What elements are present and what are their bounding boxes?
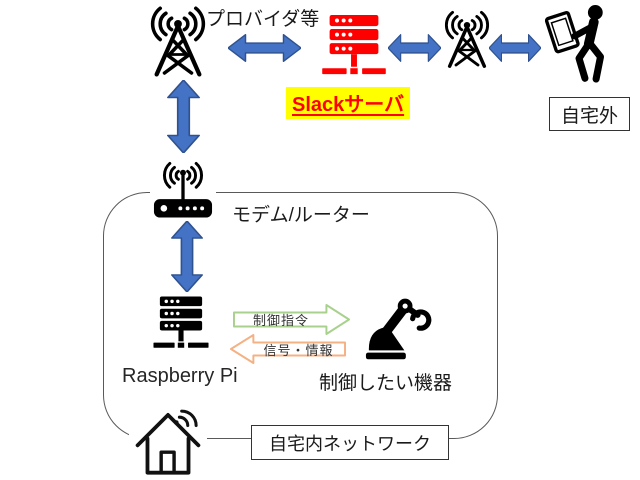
- walking-person-with-phone-icon: [545, 4, 619, 86]
- control-command-arrow: 制御指令: [233, 303, 351, 336]
- control-command-label: 制御指令: [252, 313, 309, 328]
- provider-label: プロバイダ等: [206, 9, 320, 30]
- house-wifi-icon: [129, 402, 207, 478]
- double-arrow-slack-tower: [388, 34, 441, 62]
- home-network-label: 自宅内ネットワーク: [269, 433, 431, 454]
- double-arrow-router-raspberrypi: [171, 221, 203, 292]
- cell-tower-provider-icon: [146, 3, 210, 79]
- cell-tower-mobile-icon: [441, 4, 493, 74]
- modem-router-label: モデム/ルーター: [232, 205, 370, 226]
- raspberry-pi-label: Raspberry Pi: [122, 365, 238, 387]
- double-arrow-tower-slack: [228, 34, 301, 62]
- raspberry-pi-icon: [149, 289, 213, 363]
- signal-info-label: 信号・情報: [263, 342, 334, 358]
- controlled-device-label: 制御したい機器: [319, 373, 453, 394]
- outside-home-label: 自宅外: [560, 105, 618, 127]
- robot-arm-icon: [357, 292, 434, 360]
- outside-home-box: 自宅外: [549, 97, 630, 131]
- double-arrow-tower-router: [167, 80, 200, 153]
- slack-server-icon: [314, 15, 394, 83]
- signal-info-arrow: 信号・情報: [229, 334, 346, 364]
- slack-server-label: Slackサーバ: [286, 87, 411, 119]
- modem-router-icon: [150, 161, 216, 220]
- double-arrow-tower-person: [489, 34, 541, 62]
- home-network-box: 自宅内ネットワーク: [251, 425, 449, 460]
